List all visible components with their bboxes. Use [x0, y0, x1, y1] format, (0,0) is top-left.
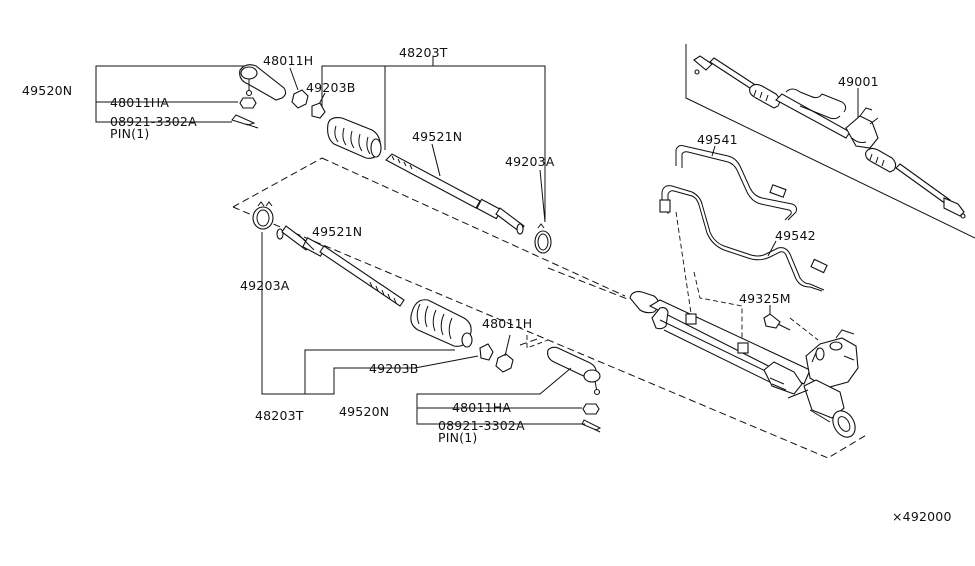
label-08921-upper: 08921-3302A [110, 114, 197, 129]
gear-housing-group: 49541 49542 49325M [629, 132, 859, 438]
inset-border [685, 44, 975, 239]
lock-nut-upper [291, 89, 309, 109]
leader-48011h-lower [526, 335, 549, 349]
gear-housing [629, 291, 859, 438]
leader-48011h-lower-tip [504, 334, 511, 357]
dashed-envelope [232, 157, 869, 459]
leader-49521n-lower [299, 235, 315, 251]
label-49203b-lower: 49203B [369, 361, 419, 376]
leader-49541 [711, 145, 716, 157]
leader-48203t-boot [304, 349, 455, 394]
boot-upper [327, 117, 382, 159]
label-49325m: 49325M [739, 291, 791, 306]
cotter-pin-upper [231, 114, 259, 129]
band-clip-lower [252, 201, 274, 230]
band-clip-upper [534, 223, 552, 254]
sensor-49325m [763, 313, 791, 331]
label-49203a-upper: 49203A [505, 154, 555, 169]
label-49520n-upper: 49520N [22, 83, 72, 98]
label-08921-lower: 08921-3302A [438, 418, 525, 433]
leader-49203a-upper [539, 169, 546, 223]
label-pin-lower: PIN(1) [438, 430, 477, 445]
pipe-49542-end [659, 199, 671, 213]
bracket-49520n-lower [416, 367, 585, 425]
pipe-49541 [675, 145, 797, 221]
bracket-48203t-lower [261, 232, 415, 395]
label-49521n-upper: 49521N [412, 129, 462, 144]
label-49542: 49542 [775, 228, 816, 243]
tie-rod-end-lower [547, 346, 601, 396]
leader-48011h-upper [289, 67, 299, 91]
castle-nut-lower [582, 403, 600, 415]
mini-rack [693, 55, 966, 219]
label-49203a-lower: 49203A [240, 278, 290, 293]
label-49521n-lower: 49521N [312, 224, 362, 239]
cotter-pin-lower [581, 419, 602, 433]
label-48011h-lower: 48011H [482, 316, 532, 331]
diagram-code: ×492000 [892, 509, 952, 524]
lock-nut-lower [495, 353, 514, 373]
pipe-49541-fitting [769, 184, 787, 198]
label-pin-upper: PIN(1) [110, 126, 149, 141]
leader-49203b-lower [414, 355, 479, 369]
leader-49542 [767, 240, 777, 257]
castle-nut-upper [239, 97, 257, 109]
label-49520n-lower: 49520N [339, 404, 389, 419]
label-49541: 49541 [697, 132, 738, 147]
upper-left-assembly: 49520N 48011HA 08921-3302A PIN(1) 48011H… [22, 45, 555, 254]
bracket-49520n-upper [95, 65, 245, 123]
clip-49203b-lower [479, 343, 494, 361]
label-48011h-upper: 48011H [263, 53, 313, 68]
inner-tie-rod-lower [276, 225, 405, 307]
pipe-49542 [661, 185, 825, 291]
clip-49203b-upper [311, 102, 326, 119]
label-48203t-upper: 48203T [399, 45, 448, 60]
tie-rod-end-upper [239, 64, 287, 101]
label-48203t-lower: 48203T [255, 408, 304, 423]
lower-left-assembly: 49521N 49203A 49203B 48203T 48011H 49520… [240, 201, 602, 445]
leader-49521n-upper [431, 143, 441, 177]
boot-lower [410, 299, 473, 348]
rack-assembly-inset: 49001 [685, 44, 975, 239]
label-48011ha-upper: 48011HA [110, 95, 169, 110]
label-49203b-upper: 49203B [306, 80, 356, 95]
label-49001: 49001 [838, 74, 879, 89]
inner-tie-rod-upper [385, 153, 525, 235]
label-48011ha-lower: 48011HA [452, 400, 511, 415]
pipe-49542-fitting [810, 258, 828, 274]
